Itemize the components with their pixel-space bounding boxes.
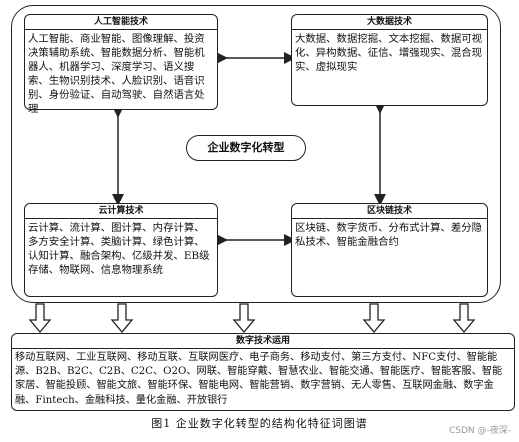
watermark: CSDN @-夜深- — [448, 426, 511, 436]
application-box-body: 移动互联网、工业互联网、移动互联、互联网医疗、电子商务、移动支付、第三方支付、N… — [15, 352, 503, 406]
application-box-title: 数字技术运用 — [12, 334, 514, 349]
outer-frame — [11, 5, 501, 303]
ai-box-body: 人工智能、商业智能、图像理解、投资决策辅助系统、智能数据分析、智能机器人、机器学… — [28, 33, 205, 116]
cloud-box-body: 云计算、流计算、图计算、内存计算、多方安全计算、类脑计算、绿色计算、认知计算、融… — [28, 222, 210, 277]
down-arrow-3 — [232, 303, 256, 334]
center-node: 企业数字化转型 — [186, 135, 306, 161]
bigdata-box-body: 大数据、数据挖掘、文本挖掘、数据可视化、异构数据、征信、增强现实、混合现实、虚拟… — [295, 33, 483, 74]
application-box: 数字技术运用 移动互联网、工业互联网、移动互联、互联网医疗、电子商务、移动支付、… — [11, 333, 515, 411]
down-arrow-5 — [452, 303, 476, 334]
blockchain-box-title: 区块链技术 — [292, 204, 487, 219]
down-arrow-2 — [110, 303, 134, 334]
down-arrow-1 — [28, 303, 52, 334]
blockchain-box: 区块链技术 区块链、数字货币、分布式计算、差分隐私技术、智能金融合约 — [291, 203, 488, 297]
ai-box-title: 人工智能技术 — [25, 15, 217, 30]
bigdata-box-title: 大数据技术 — [292, 15, 487, 30]
bigdata-box: 大数据技术 大数据、数据挖掘、文本挖掘、数据可视化、异构数据、征信、增强现实、混… — [291, 14, 488, 106]
down-arrow-4 — [362, 303, 386, 334]
cloud-box: 云计算技术 云计算、流计算、图计算、内存计算、多方安全计算、类脑计算、绿色计算、… — [24, 203, 218, 297]
blockchain-box-body: 区块链、数字货币、分布式计算、差分隐私技术、智能金融合约 — [295, 222, 483, 249]
cloud-box-title: 云计算技术 — [25, 204, 217, 219]
figure-caption: 图1 企业数字化转型的结构化特征词图谱 — [151, 417, 368, 430]
ai-box: 人工智能技术 人工智能、商业智能、图像理解、投资决策辅助系统、智能数据分析、智能… — [24, 14, 218, 115]
